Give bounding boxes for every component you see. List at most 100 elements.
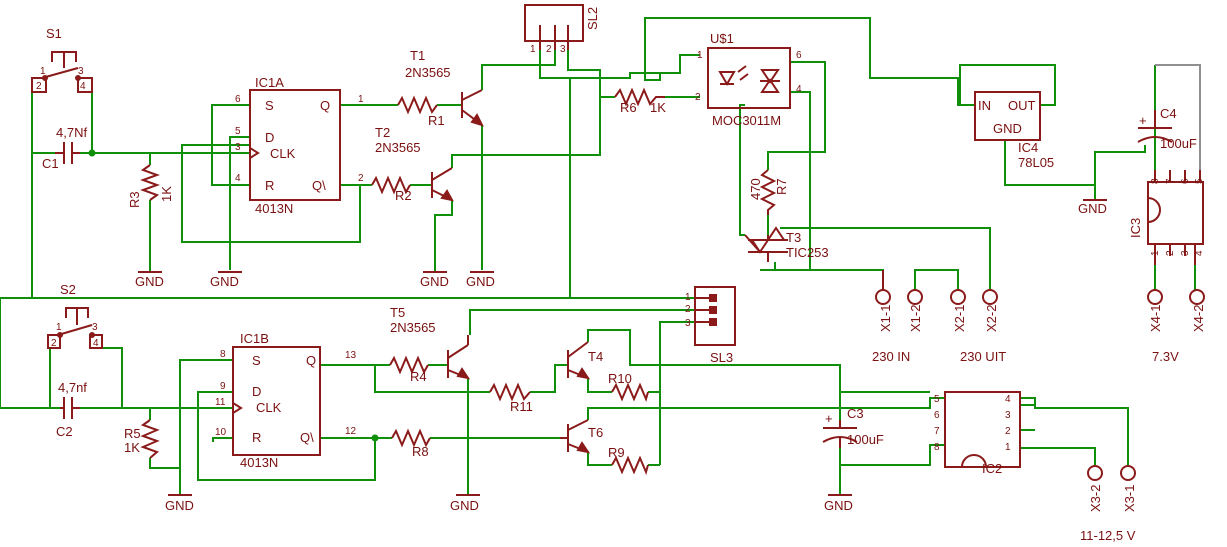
svg-text:5: 5 — [934, 394, 940, 405]
terminal-x3-2: X3-2 — [1087, 465, 1103, 512]
svg-text:T1: T1 — [410, 48, 425, 63]
transistor-t1: T1 2N3565 — [405, 48, 484, 127]
svg-text:Q\: Q\ — [312, 178, 326, 193]
capacitor-c2: 4,7nf C2 — [56, 380, 87, 439]
wires — [0, 17, 1201, 495]
svg-text:1: 1 — [56, 322, 62, 333]
svg-text:OUT: OUT — [1008, 98, 1036, 113]
svg-text:1K: 1K — [650, 100, 666, 115]
svg-text:R11: R11 — [510, 399, 533, 414]
svg-text:1K: 1K — [159, 186, 174, 202]
gnd-t5: GND — [450, 494, 480, 513]
svg-text:4013N: 4013N — [240, 455, 278, 470]
svg-text:3: 3 — [1180, 250, 1191, 256]
triac-t3: T3 TIC253 — [744, 226, 829, 262]
resistor-r11: R11 — [489, 382, 533, 414]
svg-text:8: 8 — [934, 442, 940, 453]
svg-text:GND: GND — [135, 274, 164, 289]
svg-text:R: R — [265, 178, 274, 193]
svg-text:2N3565: 2N3565 — [390, 320, 436, 335]
svg-text:IN: IN — [978, 98, 991, 113]
svg-text:1: 1 — [685, 292, 691, 303]
svg-text:X1-2: X1-2 — [908, 305, 923, 332]
terminal-x2-2: X2-2 — [982, 289, 999, 332]
note-230-in: 230 IN — [872, 349, 910, 364]
svg-text:1K: 1K — [124, 440, 140, 455]
svg-text:X4-2: X4-2 — [1191, 305, 1206, 332]
svg-text:X4-1: X4-1 — [1148, 305, 1163, 332]
svg-text:4,7nf: 4,7nf — [58, 380, 87, 395]
svg-text:Q\: Q\ — [300, 430, 314, 445]
terminal-x1-1: X1-1 — [875, 270, 893, 332]
note-7-3v: 7.3V — [1152, 349, 1179, 364]
svg-text:3: 3 — [685, 318, 691, 329]
svg-text:9: 9 — [220, 381, 226, 392]
svg-text:7: 7 — [1165, 178, 1176, 184]
svg-text:R2: R2 — [395, 188, 412, 203]
capacitor-c4: + C4 100uF — [1137, 106, 1197, 151]
s2-label: S2 — [60, 282, 76, 297]
svg-text:3: 3 — [1005, 410, 1011, 421]
svg-text:6: 6 — [1180, 178, 1191, 184]
svg-text:X1-1: X1-1 — [878, 305, 893, 332]
svg-text:C3: C3 — [847, 406, 864, 421]
svg-text:GND: GND — [824, 498, 853, 513]
svg-text:D: D — [265, 130, 274, 145]
note-230-uit: 230 UIT — [960, 349, 1006, 364]
svg-text:4: 4 — [796, 84, 802, 95]
svg-text:8: 8 — [220, 349, 226, 360]
svg-text:R7: R7 — [774, 178, 789, 195]
gnd-ic4: GND — [1078, 199, 1107, 216]
svg-text:D: D — [252, 384, 261, 399]
svg-text:IC3: IC3 — [1128, 218, 1143, 238]
resistor-r2: R2 — [371, 175, 412, 203]
svg-text:6: 6 — [796, 50, 802, 61]
svg-text:X2-2: X2-2 — [984, 305, 999, 332]
resistor-r6: R6 1K — [614, 87, 666, 115]
svg-text:SL2: SL2 — [585, 7, 600, 30]
svg-text:4: 4 — [1005, 394, 1011, 405]
svg-text:5: 5 — [235, 126, 241, 137]
svg-text:4,7Nf: 4,7Nf — [56, 125, 87, 140]
ic-ic2: 5 6 7 8 4 3 2 1 IC2 — [934, 391, 1021, 476]
terminal-x4-1: X4-1 — [1147, 289, 1163, 332]
svg-text:1: 1 — [358, 94, 364, 105]
svg-text:C1: C1 — [42, 156, 59, 171]
svg-text:2: 2 — [685, 304, 691, 315]
resistor-r4: R4 — [389, 355, 429, 384]
gnd-ic1b: GND — [165, 494, 194, 513]
svg-text:T6: T6 — [588, 425, 603, 440]
gnd-c3: GND — [824, 494, 853, 513]
svg-text:3: 3 — [78, 66, 84, 77]
svg-text:Q: Q — [320, 98, 330, 113]
svg-text:2N3565: 2N3565 — [405, 65, 451, 80]
svg-text:GND: GND — [165, 498, 194, 513]
svg-text:T2: T2 — [375, 125, 390, 140]
svg-text:7: 7 — [934, 426, 940, 437]
svg-text:MOC3011M: MOC3011M — [712, 113, 781, 128]
terminal-x4-2: X4-2 — [1189, 289, 1206, 332]
resistor-r10: R10 — [608, 371, 649, 402]
svg-text:1: 1 — [1005, 442, 1011, 453]
svg-text:4013N: 4013N — [255, 201, 293, 216]
svg-text:C2: C2 — [56, 424, 73, 439]
gnd-ic1a: GND — [210, 271, 242, 289]
svg-text:R4: R4 — [410, 369, 427, 384]
s1-label: S1 — [46, 26, 62, 41]
capacitor-c1: 4,7Nf C1 — [42, 125, 87, 171]
svg-text:100uF: 100uF — [847, 432, 884, 447]
capacitor-c3: + C3 100uF — [822, 406, 884, 448]
note-11-12-5v: 11-12,5 V — [1080, 528, 1136, 543]
svg-text:+: + — [825, 411, 833, 426]
junctions — [88, 149, 379, 442]
resistor-r8: R8 — [391, 428, 431, 459]
svg-text:R: R — [252, 430, 261, 445]
svg-text:GND: GND — [993, 121, 1022, 136]
terminal-x2-1: X2-1 — [950, 289, 967, 332]
svg-text:SL3: SL3 — [710, 350, 733, 365]
svg-text:1: 1 — [40, 66, 46, 77]
svg-text:T5: T5 — [390, 305, 405, 320]
transistor-t2: T2 2N3565 — [375, 125, 454, 202]
svg-text:IC2: IC2 — [982, 461, 1002, 476]
